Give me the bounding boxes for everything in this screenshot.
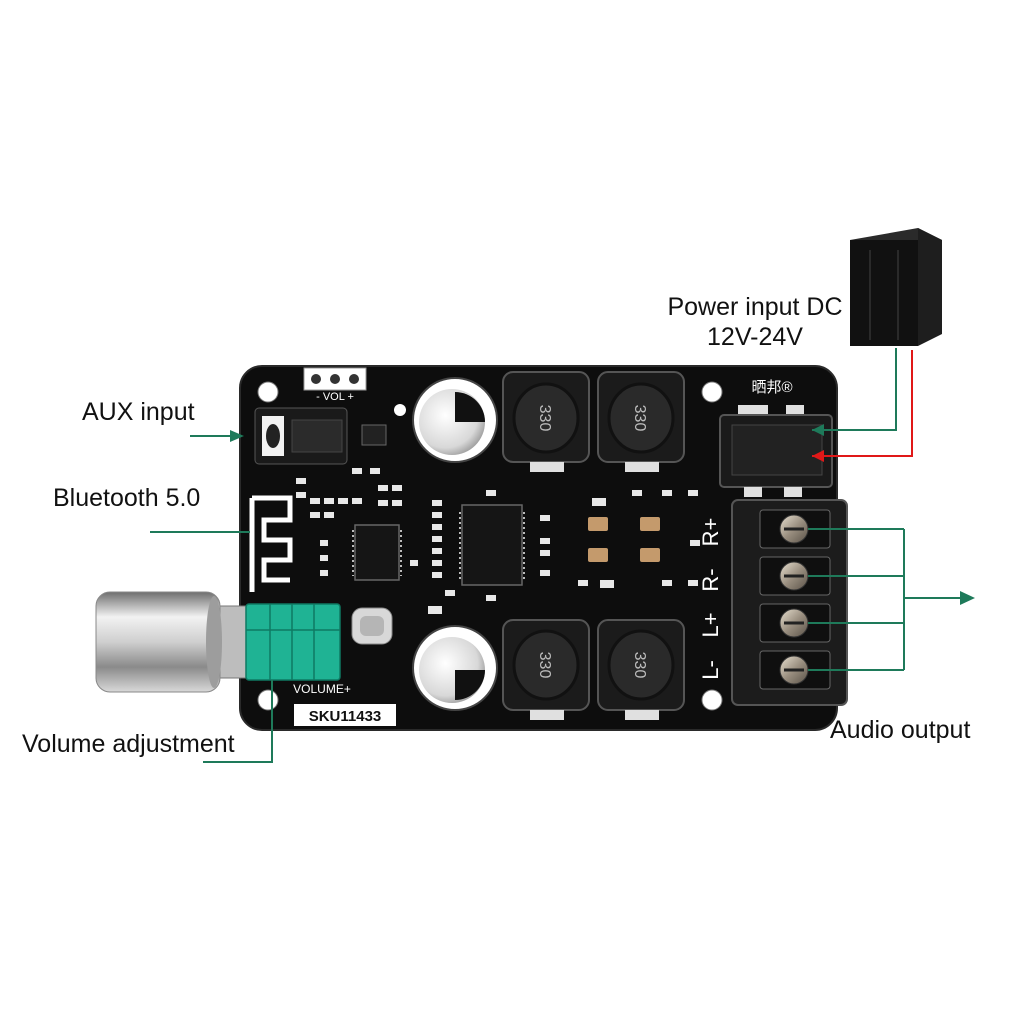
terminal-label-l-minus: L- bbox=[698, 660, 723, 680]
terminal-screw bbox=[759, 603, 831, 643]
bluetooth-label: Bluetooth 5.0 bbox=[53, 484, 201, 512]
mounting-hole bbox=[257, 689, 279, 711]
terminal-label-l-plus: L+ bbox=[698, 612, 723, 637]
sku-label: SKU11433 bbox=[294, 704, 396, 726]
inductor: 330 bbox=[597, 371, 685, 472]
potentiometer bbox=[245, 603, 341, 681]
power-input-line1: Power input DC bbox=[667, 293, 843, 321]
inductor: 330 bbox=[502, 371, 590, 472]
mounting-hole bbox=[701, 689, 723, 711]
power-input-line2: 12V-24V bbox=[707, 323, 803, 351]
terminal-screw bbox=[759, 509, 831, 549]
crystal-oscillator bbox=[351, 607, 393, 645]
smd-components bbox=[296, 468, 700, 614]
vol-header-silk: - VOL + bbox=[316, 391, 354, 403]
terminal-label-r-plus: R+ bbox=[698, 518, 723, 547]
brand-mark: 晒邦® bbox=[751, 379, 792, 396]
amplifier-chip bbox=[459, 504, 525, 586]
dc-power-jack bbox=[719, 405, 833, 497]
volume-leader-line bbox=[203, 680, 273, 763]
power-adapter-icon bbox=[850, 228, 942, 346]
audio-output-leaders bbox=[808, 528, 962, 671]
inductor-code: 330 bbox=[536, 405, 553, 432]
mounting-hole bbox=[257, 381, 279, 403]
terminal-screw bbox=[759, 650, 831, 690]
inductor: 330 bbox=[597, 619, 685, 720]
mounting-hole bbox=[394, 404, 406, 416]
power-wire-arrow bbox=[812, 450, 824, 462]
inductor-code: 330 bbox=[631, 405, 648, 432]
capacitor-top bbox=[412, 377, 498, 463]
audio-output-arrow bbox=[960, 591, 975, 605]
inductor: 330 bbox=[502, 619, 590, 720]
vol-header: - VOL + bbox=[303, 367, 367, 403]
inductor-code: 330 bbox=[536, 652, 553, 679]
terminal-screw bbox=[759, 556, 831, 596]
aux-leader-arrow bbox=[230, 430, 244, 442]
volume-knob bbox=[95, 591, 249, 693]
volume-adjustment-label: Volume adjustment bbox=[22, 730, 235, 758]
power-wire-arrow bbox=[812, 424, 824, 436]
mounting-hole bbox=[701, 381, 723, 403]
inductor-code: 330 bbox=[631, 652, 648, 679]
terminal-label-r-minus: R- bbox=[698, 568, 723, 591]
power-input-label: Power input DC 12V-24V bbox=[655, 292, 855, 352]
bluetooth-chip bbox=[352, 524, 402, 581]
bluetooth-antenna bbox=[249, 495, 293, 592]
power-wire-negative bbox=[812, 350, 913, 457]
sku-text: SKU11433 bbox=[309, 708, 382, 725]
aux-jack bbox=[254, 407, 348, 465]
volume-silk: VOLUME+ bbox=[293, 682, 351, 696]
capacitor-bottom bbox=[412, 625, 498, 711]
aux-input-label: AUX input bbox=[82, 398, 195, 426]
smd-capacitors bbox=[588, 517, 660, 562]
audio-output-label: Audio output bbox=[830, 716, 971, 744]
power-wire-positive bbox=[812, 348, 897, 431]
terminal-block bbox=[731, 499, 848, 706]
voltage-regulator bbox=[361, 424, 387, 446]
